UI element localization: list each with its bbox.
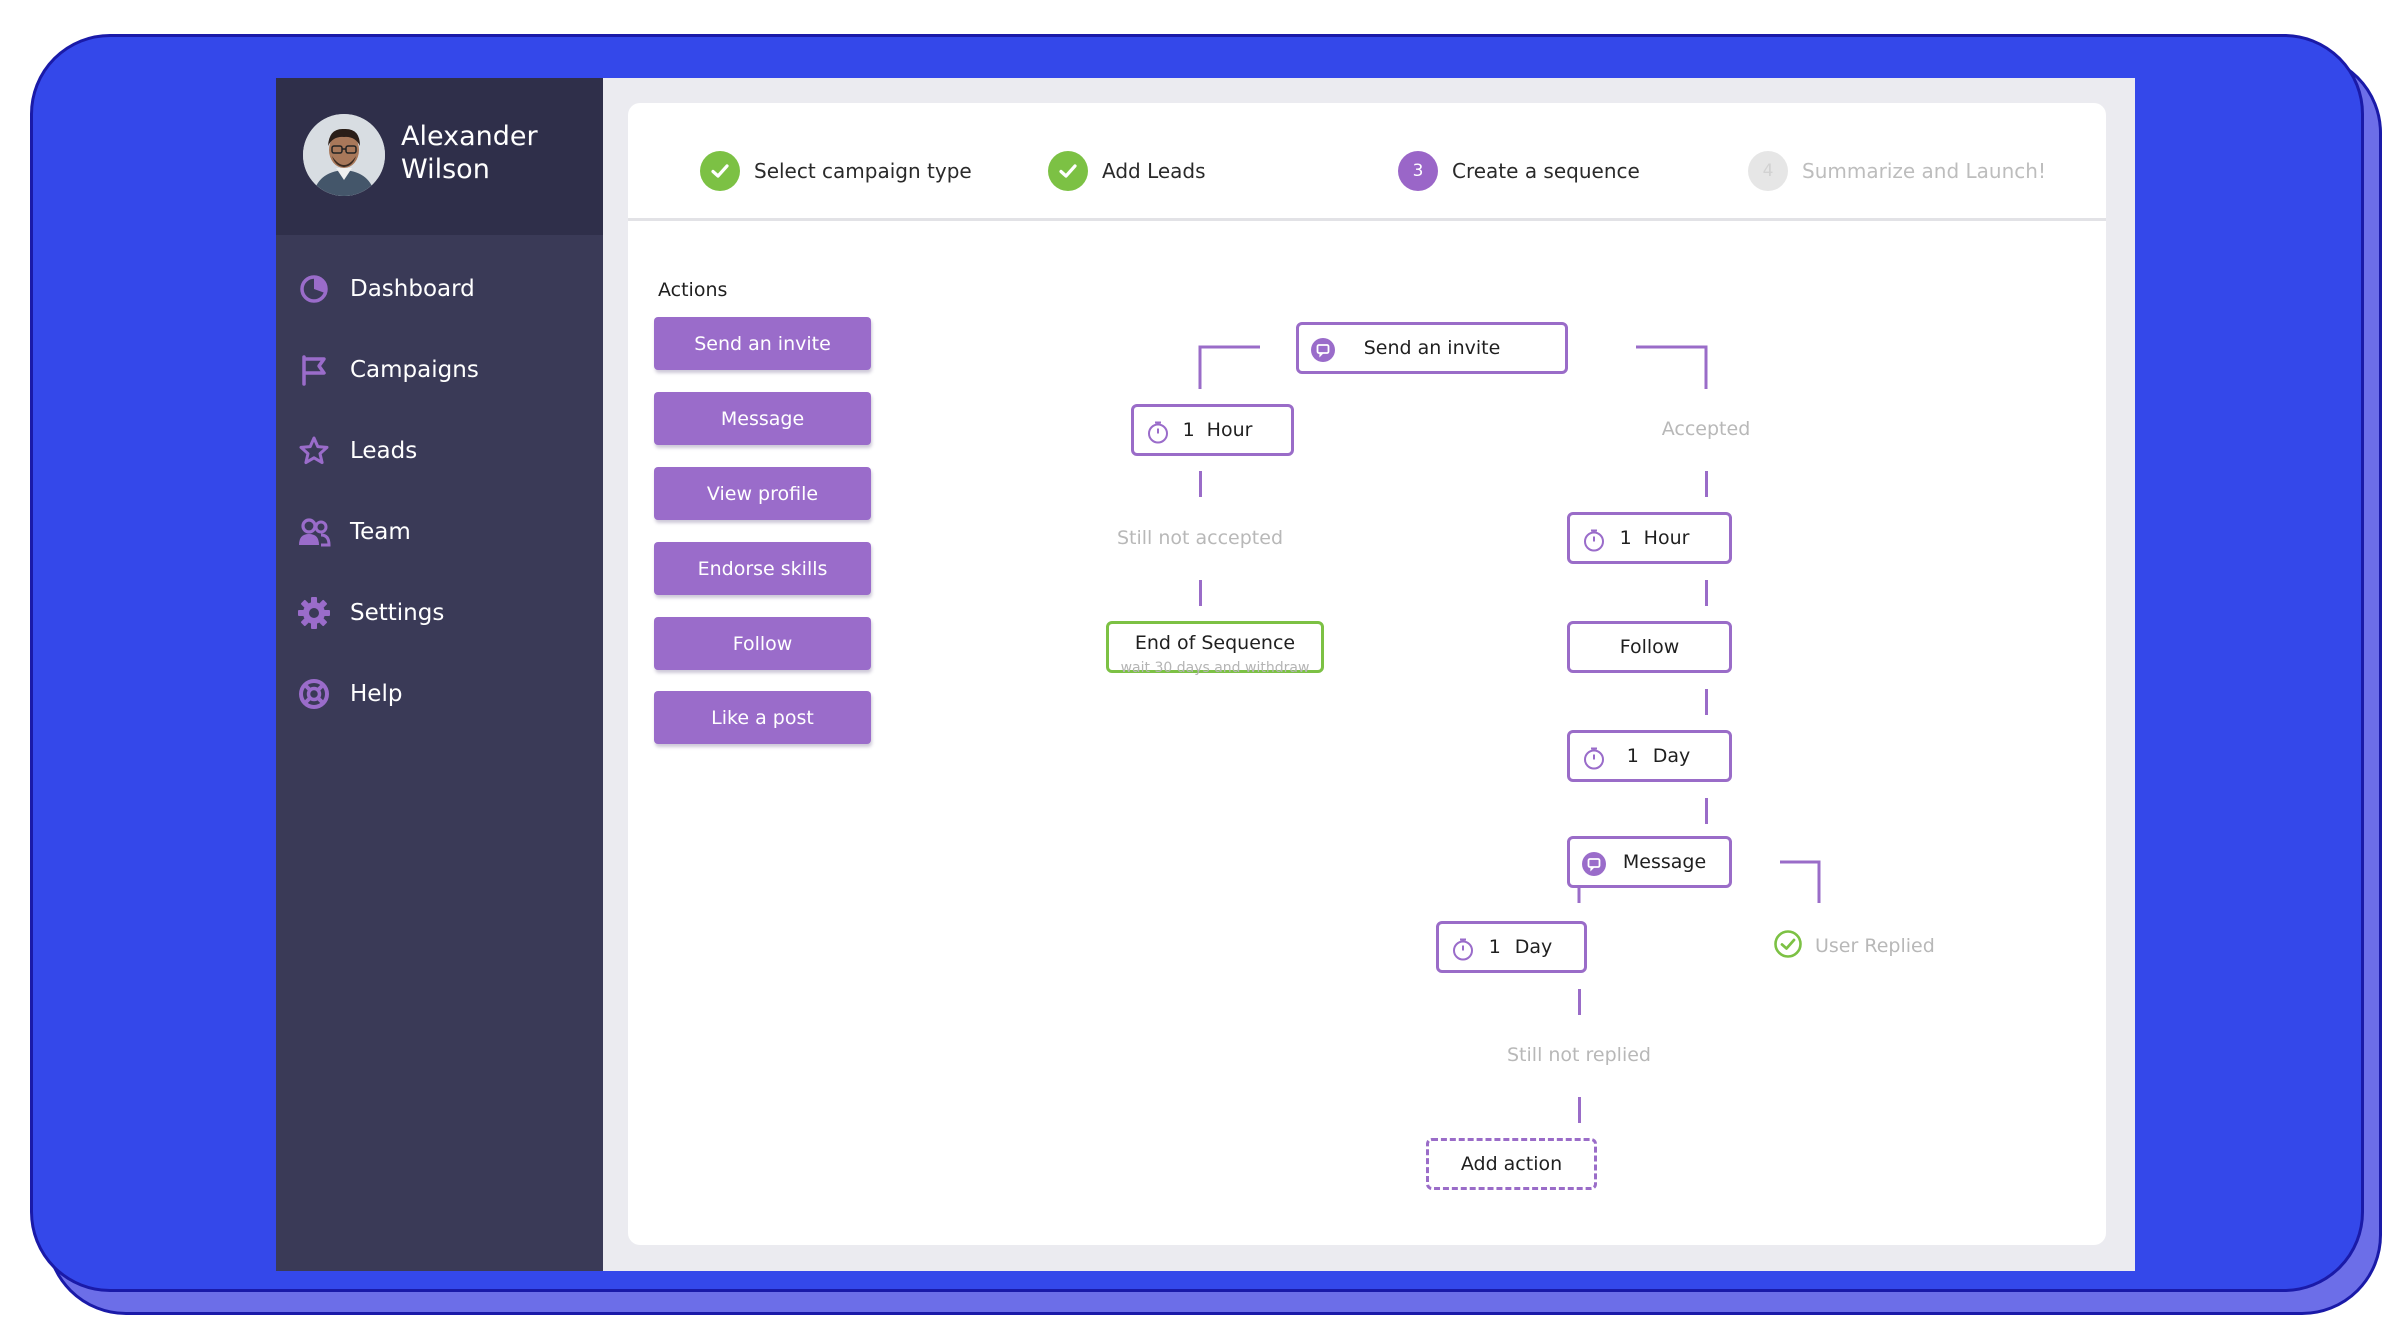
action-endorse-skills-button[interactable]: Endorse skills <box>654 542 871 595</box>
user-name: Alexander Wilson <box>401 121 538 185</box>
node-label: Message <box>1622 851 1707 873</box>
flow-outcome-user-replied: User Replied <box>1773 929 1935 963</box>
sidebar-item-label: Dashboard <box>350 276 475 302</box>
flow-connectors <box>1198 345 1821 903</box>
connector <box>1705 580 1708 606</box>
delay-amount: 1 <box>1182 419 1195 441</box>
step-create-sequence[interactable]: 3 Create a sequence <box>1398 150 1640 192</box>
end-title: End of Sequence <box>1134 632 1296 654</box>
flow-node-delay-1-day-no-reply[interactable]: 1 Day <box>1436 921 1587 973</box>
delay-amount: 1 <box>1619 527 1632 549</box>
action-message-button[interactable]: Message <box>654 392 871 445</box>
chat-icon <box>1311 338 1335 362</box>
sidebar-item-leads[interactable]: Leads <box>296 426 586 476</box>
delay-unit: Hour <box>1643 527 1690 549</box>
flow-node-send-invite[interactable]: Send an invite <box>1296 322 1568 374</box>
flow-node-delay-1-day[interactable]: 1 Day <box>1567 730 1732 782</box>
step-label: Summarize and Launch! <box>1802 159 2046 183</box>
connector <box>1578 1097 1581 1123</box>
sidebar-item-label: Help <box>350 681 403 707</box>
sidebar-item-label: Leads <box>350 438 418 464</box>
sequence-flow: Send an invite 1 Hour Still not accepted… <box>628 103 2106 1245</box>
connector <box>1705 689 1708 715</box>
connector <box>1578 989 1581 1015</box>
step-select-campaign-type[interactable]: Select campaign type <box>700 150 972 192</box>
timer-icon <box>1451 937 1475 961</box>
check-icon <box>1048 151 1088 191</box>
sidebar-item-help[interactable]: Help <box>296 669 586 719</box>
node-label: Send an invite <box>1363 337 1501 359</box>
connector <box>1705 471 1708 497</box>
connector <box>1199 580 1202 606</box>
delay-amount: 1 <box>1488 936 1501 958</box>
actions-title: Actions <box>658 279 728 301</box>
step-add-leads[interactable]: Add Leads <box>1048 150 1206 192</box>
flow-node-delay-1-hour[interactable]: 1 Hour <box>1131 404 1294 456</box>
timer-icon <box>1582 746 1606 770</box>
add-action-button[interactable]: Add action <box>1426 1138 1597 1190</box>
stepper: Select campaign type Add Leads 3 Create … <box>628 103 2106 221</box>
timer-icon <box>1146 420 1170 444</box>
user-profile[interactable]: Alexander Wilson <box>276 78 603 235</box>
outcome-label: User Replied <box>1815 935 1935 957</box>
flow-node-end-of-sequence[interactable]: End of Sequence <box>1106 621 1324 673</box>
action-follow-button[interactable]: Follow <box>654 617 871 670</box>
dashboard-icon <box>296 271 332 307</box>
delay-unit: Day <box>1652 745 1691 767</box>
flow-node-message[interactable]: Message <box>1567 836 1732 888</box>
step-label: Create a sequence <box>1452 159 1640 183</box>
sidebar-item-team[interactable]: Team <box>296 507 586 557</box>
node-label: Follow <box>1619 636 1680 658</box>
connector <box>1705 798 1708 824</box>
delay-unit: Day <box>1514 936 1553 958</box>
node-label: Add action <box>1460 1153 1563 1175</box>
end-subtitle: wait 30 days and withdraw <box>1120 660 1310 676</box>
main-panel: Select campaign type Add Leads 3 Create … <box>628 103 2106 1245</box>
step-number: 3 <box>1398 151 1438 191</box>
team-icon <box>296 514 332 550</box>
connector <box>1199 471 1202 497</box>
gear-icon <box>296 595 332 631</box>
app-screen: Alexander Wilson Dashboard Campaigns Lea… <box>276 78 2135 1271</box>
sidebar-item-campaigns[interactable]: Campaigns <box>296 345 586 395</box>
lifebuoy-icon <box>296 676 332 712</box>
sidebar-item-label: Campaigns <box>350 357 479 383</box>
sidebar-item-settings[interactable]: Settings <box>296 588 586 638</box>
step-summarize-launch[interactable]: 4 Summarize and Launch! <box>1748 150 2046 192</box>
flow-node-delay-1-hour-accepted[interactable]: 1 Hour <box>1567 512 1732 564</box>
step-label: Select campaign type <box>754 159 972 183</box>
avatar <box>303 114 385 196</box>
condition-still-not-accepted: Still not accepted <box>1116 527 1284 549</box>
step-number: 4 <box>1748 151 1788 191</box>
flow-node-follow[interactable]: Follow <box>1567 621 1732 673</box>
check-circle-icon <box>1773 929 1803 963</box>
sidebar-item-label: Settings <box>350 600 445 626</box>
flag-icon <box>296 352 332 388</box>
action-send-invite-button[interactable]: Send an invite <box>654 317 871 370</box>
delay-amount: 1 <box>1626 745 1639 767</box>
check-icon <box>700 151 740 191</box>
step-label: Add Leads <box>1102 159 1206 183</box>
condition-accepted: Accepted <box>1661 418 1751 440</box>
chat-icon <box>1582 852 1606 876</box>
sidebar-item-dashboard[interactable]: Dashboard <box>296 264 586 314</box>
delay-unit: Hour <box>1206 419 1253 441</box>
sidebar: Alexander Wilson Dashboard Campaigns Lea… <box>276 78 603 1271</box>
action-like-post-button[interactable]: Like a post <box>654 691 871 744</box>
sidebar-item-label: Team <box>350 519 411 545</box>
condition-still-not-replied: Still not replied <box>1507 1044 1651 1066</box>
action-view-profile-button[interactable]: View profile <box>654 467 871 520</box>
timer-icon <box>1582 528 1606 552</box>
star-icon <box>296 433 332 469</box>
